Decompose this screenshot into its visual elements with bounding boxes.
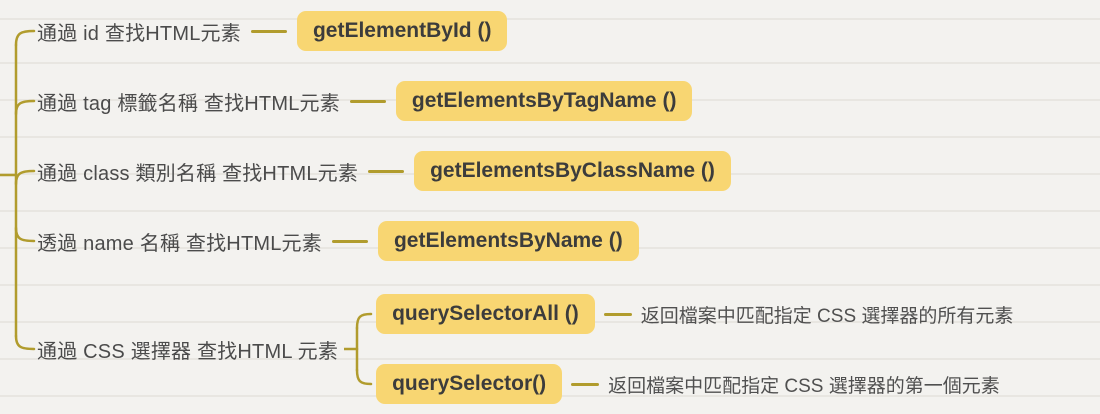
brace-hook-1 bbox=[14, 29, 36, 47]
css-children-column: querySelectorAll () 返回檔案中匹配指定 CSS 選擇器的所有… bbox=[376, 279, 1013, 414]
branch-label-id[interactable]: 通過 id 查找HTML元素 bbox=[37, 22, 241, 45]
branch-label-class[interactable]: 通過 class 類別名稱 查找HTML元素 bbox=[37, 162, 359, 185]
branch-row-id: 通過 id 查找HTML元素 getElementById () bbox=[37, 9, 508, 53]
brace-hook-4 bbox=[14, 226, 36, 243]
branch-row-tag: 通過 tag 標籤名稱 查找HTML元素 getElementsByTagNam… bbox=[37, 79, 693, 123]
method-node-getelementbyid[interactable]: getElementById () bbox=[296, 11, 508, 51]
method-node-getelementsbytagname[interactable]: getElementsByTagName () bbox=[395, 81, 693, 121]
branch-connector-dash bbox=[349, 99, 386, 103]
child-connector-dash bbox=[603, 312, 632, 316]
method-node-queryselectorall[interactable]: querySelectorAll () bbox=[376, 294, 595, 334]
child-description-queryselectorall[interactable]: 返回檔案中匹配指定 CSS 選擇器的所有元素 bbox=[640, 305, 1014, 327]
method-node-getelementsbyname[interactable]: getElementsByName () bbox=[377, 221, 639, 261]
branch-row-name: 透過 name 名稱 查找HTML元素 getElementsByName () bbox=[37, 219, 639, 263]
branch-row-class: 通過 class 類別名稱 查找HTML元素 getElementsByClas… bbox=[37, 149, 731, 193]
branch-connector-dash bbox=[331, 239, 368, 243]
brace-hook-3 bbox=[14, 169, 36, 186]
method-node-getelementsbyclassname[interactable]: getElementsByClassName () bbox=[414, 151, 731, 191]
main-brace-connector bbox=[0, 29, 36, 351]
brace-hook-5 bbox=[14, 334, 36, 351]
child-row-queryselector: querySelector() 返回檔案中匹配指定 CSS 選擇器的第一個元素 bbox=[376, 349, 1013, 414]
css-sub-brace-connector bbox=[344, 312, 373, 386]
child-row-queryselectorall: querySelectorAll () 返回檔案中匹配指定 CSS 選擇器的所有… bbox=[376, 279, 1013, 349]
branch-label-css-selector[interactable]: 通過 CSS 選擇器 查找HTML 元素 bbox=[37, 340, 339, 363]
method-node-queryselector[interactable]: querySelector() bbox=[376, 364, 563, 404]
branch-row-css-selector: 通過 CSS 選擇器 查找HTML 元素 querySelectorAll ()… bbox=[37, 279, 1013, 414]
sub-brace-hook-bottom bbox=[355, 368, 373, 386]
branch-label-tag[interactable]: 通過 tag 標籤名稱 查找HTML元素 bbox=[37, 92, 340, 115]
branch-connector-dash bbox=[368, 169, 405, 173]
branch-label-name[interactable]: 透過 name 名稱 查找HTML元素 bbox=[37, 232, 322, 255]
brace-hook-2 bbox=[14, 99, 36, 116]
child-description-queryselector[interactable]: 返回檔案中匹配指定 CSS 選擇器的第一個元素 bbox=[608, 375, 1000, 397]
branch-connector-dash bbox=[250, 29, 287, 33]
sub-brace-hook-top bbox=[355, 312, 373, 330]
child-connector-dash bbox=[571, 382, 600, 386]
